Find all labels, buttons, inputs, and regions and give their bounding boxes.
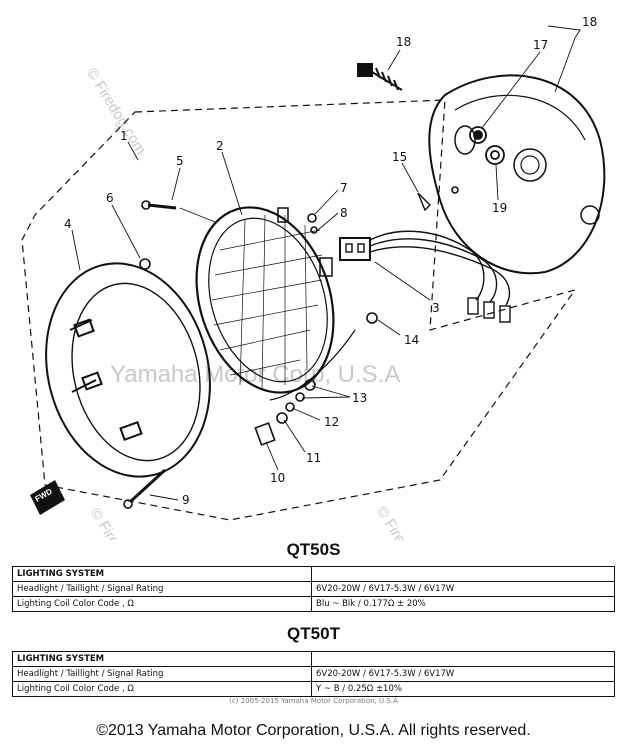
assembly-boundary (21, 99, 577, 521)
callout-17: 17 (533, 38, 548, 52)
table-header: LIGHTING SYSTEM (12, 651, 312, 667)
adjusting-hardware (123, 312, 378, 509)
bulb-socket (469, 126, 505, 165)
watermark-right: © Firedog.com (373, 503, 440, 540)
callout-18-housing: 18 (582, 15, 597, 29)
row-value: 6V20-20W / 6V17-5.3W / 6V17W (311, 581, 615, 597)
callout-10: 10 (270, 471, 285, 485)
model-title-qt50s: QT50S (286, 540, 341, 559)
exploded-parts-diagram: Yamaha Motor Corp, U.S.A © Firedog.com (21, 15, 606, 540)
row-label: Headlight / Taillight / Signal Rating (12, 581, 312, 597)
table-header: LIGHTING SYSTEM (12, 566, 312, 582)
callout-8: 8 (340, 206, 348, 220)
callout-9: 9 (182, 493, 190, 507)
spec-table-qt50t: LIGHTING SYSTEM Headlight / Taillight / … (12, 651, 615, 697)
headlight-rim (45, 262, 211, 478)
callout-5: 5 (176, 154, 184, 168)
callout-19: 19 (492, 201, 507, 215)
model-title-qt50t: QT50T (287, 624, 340, 643)
wire-harness (269, 230, 511, 401)
fwd-tag: FWD (30, 480, 65, 515)
row-label: Lighting Coil Color Code , Ω (12, 596, 312, 612)
callout-1: 1 (120, 129, 128, 143)
watermark-center: Yamaha Motor Corp, U.S.A (110, 361, 400, 388)
table-row: Headlight / Taillight / Signal Rating 6V… (12, 666, 615, 682)
callout-2: 2 (216, 139, 224, 153)
footer-copyright: ©2013 Yamaha Motor Corporation, U.S.A. A… (96, 722, 531, 739)
small-hardware (139, 186, 459, 270)
row-value: Blu ~ Blk / 0.177Ω ± 20% (311, 596, 615, 612)
row-label: Headlight / Taillight / Signal Rating (12, 666, 312, 682)
leader-lines (71, 25, 581, 501)
callout-14: 14 (404, 333, 419, 347)
spec-table-qt50s: LIGHTING SYSTEM Headlight / Taillight / … (12, 566, 615, 612)
callout-4: 4 (64, 217, 72, 231)
callout-18-bolt: 18 (396, 35, 411, 49)
callout-12: 12 (324, 415, 339, 429)
callout-3: 3 (432, 301, 440, 315)
table-row: Lighting Coil Color Code , Ω Blu ~ Blk /… (12, 596, 615, 612)
small-copyright: (c) 2005-2015 Yamaha Motor Corporation, … (229, 697, 398, 705)
table-row: Lighting Coil Color Code , Ω Y ~ B / 0.2… (12, 681, 615, 697)
row-label: Lighting Coil Color Code , Ω (12, 681, 312, 697)
callout-13: 13 (352, 391, 367, 405)
callout-6: 6 (106, 191, 114, 205)
table-row: LIGHTING SYSTEM (12, 651, 615, 667)
watermark-left: © Firedog.com (87, 505, 154, 540)
table-row: Headlight / Taillight / Signal Rating 6V… (12, 581, 615, 597)
row-value: Y ~ B / 0.25Ω ±10% (311, 681, 615, 697)
table-row: LIGHTING SYSTEM (12, 566, 615, 582)
callout-7: 7 (340, 181, 348, 195)
mounting-bolt (357, 63, 403, 91)
callout-15: 15 (392, 150, 407, 164)
row-value: 6V20-20W / 6V17-5.3W / 6V17W (311, 666, 615, 682)
callout-11: 11 (306, 451, 321, 465)
headlight-housing (428, 74, 606, 275)
